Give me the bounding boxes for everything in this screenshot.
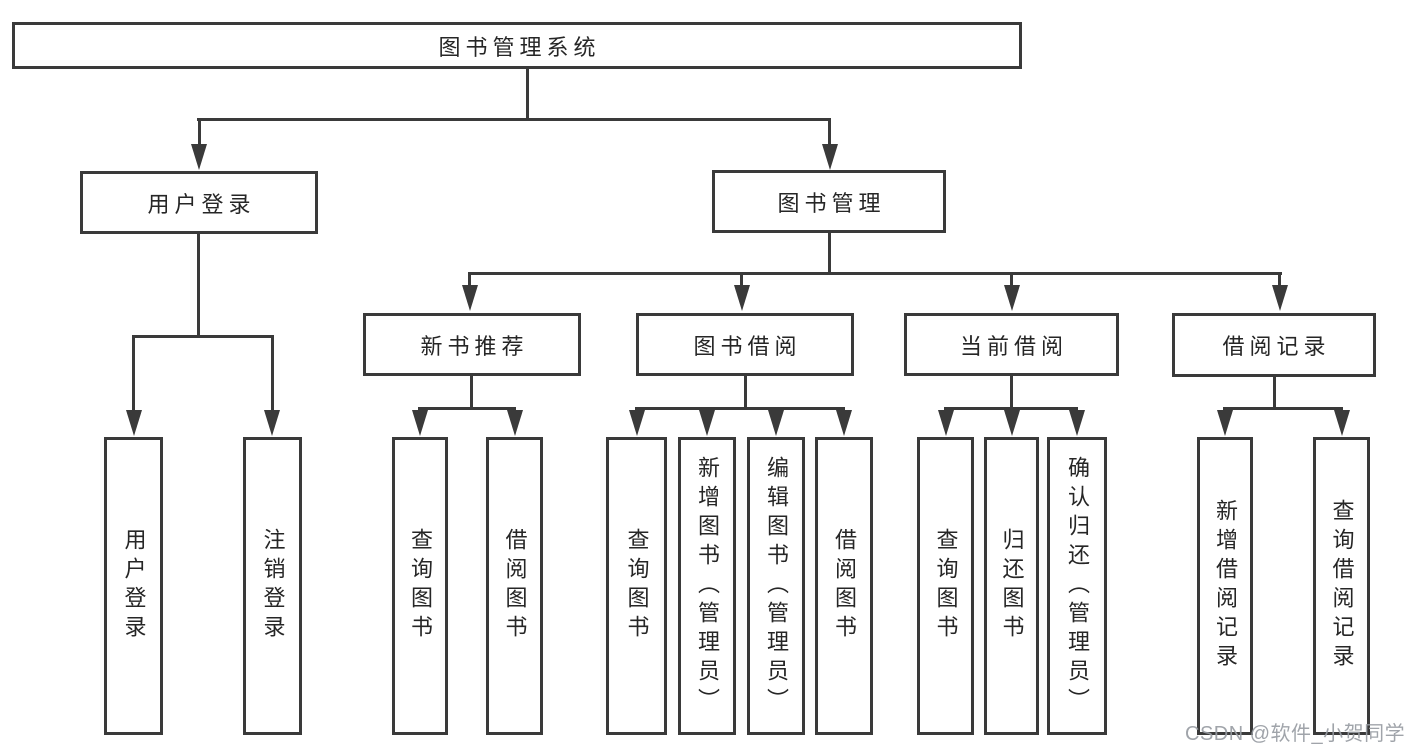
arrowhead-down-icon (1272, 285, 1288, 311)
connector-hline (468, 272, 1282, 275)
arrowhead-down-icon (822, 144, 838, 170)
leaf-query-borrow-record-label: 查询借阅记录 (1329, 499, 1355, 673)
arrowhead-down-icon (1217, 410, 1233, 436)
connector-vline (526, 69, 529, 121)
node-root: 图书管理系统 (12, 22, 1022, 69)
node-user-login: 用户登录 (80, 171, 318, 234)
arrowhead-down-icon (1334, 410, 1350, 436)
leaf-borrow-books-recommend-label: 借阅图书 (502, 528, 528, 644)
arrowhead-down-icon (264, 410, 280, 436)
leaf-add-book-admin-label: 新增图书（管理员） (695, 455, 720, 717)
leaf-borrow-books-recommend: 借阅图书 (486, 437, 543, 735)
arrowhead-down-icon (629, 410, 645, 436)
connector-vline (132, 335, 135, 413)
node-current-borrowing-label: 当前借阅 (959, 333, 1068, 359)
connector-vline (1278, 272, 1281, 288)
leaf-edit-book-admin-label: 编辑图书（管理员） (764, 455, 789, 717)
leaf-return-books: 归还图书 (984, 437, 1039, 735)
leaf-query-books-borrow-label: 查询图书 (624, 528, 650, 644)
connector-vline (197, 233, 200, 338)
leaf-query-books-current: 查询图书 (917, 437, 974, 735)
arrowhead-down-icon (191, 144, 207, 170)
csdn-watermark: CSDN @软件_小贺同学 (1185, 723, 1405, 745)
node-borrowing-records: 借阅记录 (1172, 313, 1376, 377)
connector-vline (468, 272, 471, 288)
connector-hline (1223, 407, 1343, 410)
node-new-book-recommend-label: 新书推荐 (420, 333, 529, 359)
connector-hline (418, 407, 516, 410)
connector-vline (1010, 376, 1013, 410)
connector-hline (197, 118, 831, 121)
arrowhead-down-icon (1069, 410, 1085, 436)
arrowhead-down-icon (836, 410, 852, 436)
node-user-login-label: 用户登录 (147, 191, 256, 217)
leaf-user-login-label: 用户登录 (121, 528, 147, 644)
arrowhead-down-icon (699, 410, 715, 436)
leaf-add-borrow-record-label: 新增借阅记录 (1213, 499, 1238, 673)
leaf-user-login: 用户登录 (104, 437, 163, 735)
connector-vline (828, 118, 831, 148)
node-new-book-recommend: 新书推荐 (363, 313, 581, 376)
node-borrowing-records-label: 借阅记录 (1222, 334, 1331, 359)
leaf-query-books-recommend: 查询图书 (392, 437, 448, 735)
leaf-edit-book-admin: 编辑图书（管理员） (747, 437, 805, 735)
leaf-add-borrow-record: 新增借阅记录 (1197, 437, 1253, 735)
connector-vline (744, 376, 747, 410)
arrowhead-down-icon (507, 410, 523, 436)
leaf-add-book-admin: 新增图书（管理员） (678, 437, 736, 735)
leaf-borrow-books: 借阅图书 (815, 437, 873, 735)
node-book-borrowing: 图书借阅 (636, 313, 854, 376)
leaf-borrow-books-label: 借阅图书 (832, 528, 857, 644)
connector-vline (740, 272, 743, 288)
leaf-confirm-return-admin-label: 确认归还（管理员） (1065, 455, 1090, 717)
arrowhead-down-icon (768, 410, 784, 436)
leaf-query-books-current-label: 查询图书 (933, 528, 959, 644)
connector-vline (1273, 376, 1276, 410)
leaf-return-books-label: 归还图书 (999, 528, 1025, 644)
leaf-confirm-return-admin: 确认归还（管理员） (1047, 437, 1107, 735)
node-book-management: 图书管理 (712, 170, 946, 233)
leaf-logout: 注销登录 (243, 437, 302, 735)
arrowhead-down-icon (126, 410, 142, 436)
node-book-borrowing-label: 图书借阅 (693, 333, 802, 359)
arrowhead-down-icon (412, 410, 428, 436)
arrowhead-down-icon (938, 410, 954, 436)
connector-vline (1010, 272, 1013, 288)
connector-vline (470, 376, 473, 410)
arrowhead-down-icon (1004, 285, 1020, 311)
leaf-query-books-borrow: 查询图书 (606, 437, 667, 735)
node-current-borrowing: 当前借阅 (904, 313, 1119, 376)
connector-vline (271, 335, 274, 413)
connector-hline (132, 335, 274, 338)
node-root-label: 图书管理系统 (438, 34, 601, 60)
leaf-query-borrow-record: 查询借阅记录 (1313, 437, 1370, 735)
connector-vline (198, 118, 201, 148)
leaf-logout-label: 注销登录 (260, 528, 286, 644)
arrowhead-down-icon (734, 285, 750, 311)
connector-vline (828, 233, 831, 275)
node-book-management-label: 图书管理 (777, 190, 886, 216)
leaf-query-books-recommend-label: 查询图书 (408, 528, 433, 644)
connector-hline (635, 407, 845, 410)
arrowhead-down-icon (1004, 410, 1020, 436)
arrowhead-down-icon (462, 285, 478, 311)
connector-hline (944, 407, 1078, 410)
